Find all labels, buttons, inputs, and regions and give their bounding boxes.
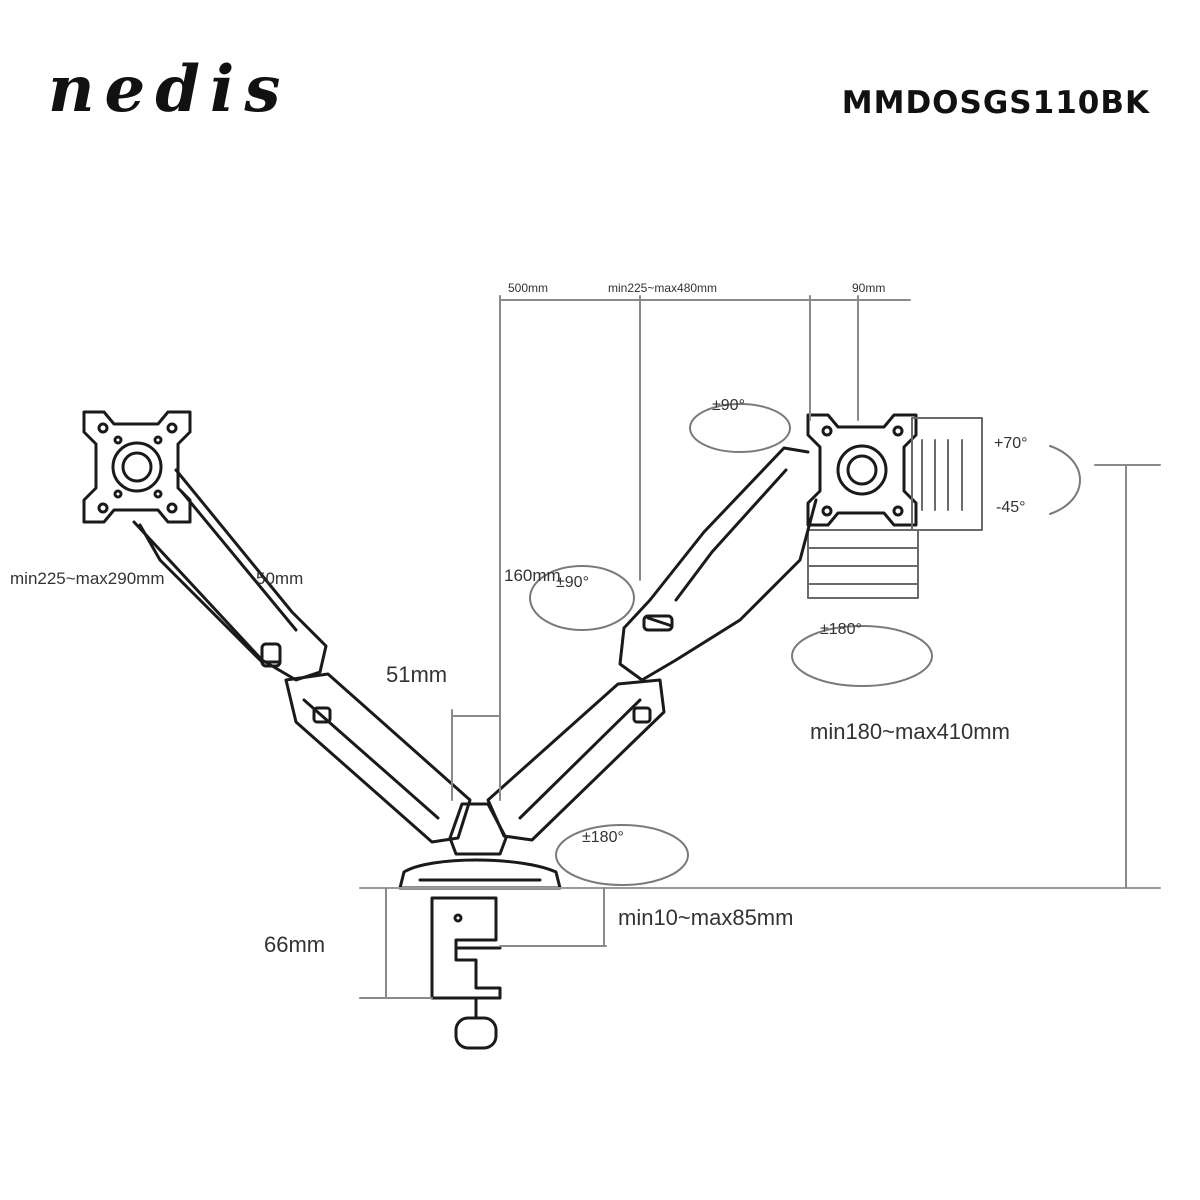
left-vesa-plate [82,410,192,524]
desk-base [398,858,562,890]
dim-top-left: 500mm [508,281,549,295]
dim-desk-thickness: min10~max85mm [618,905,794,930]
desk-clamp [430,896,502,1050]
dim-height-offset: 160mm [504,566,561,585]
model-number: MMDOSGS110BK [841,85,1150,121]
angle-arm-swivel: ±90° [556,574,589,591]
dim-arm-offset: 50mm [256,569,304,588]
angle-tilt-down: -45° [996,499,1026,516]
tilt-indicator [807,417,983,599]
dim-top-right: 90mm [852,281,886,295]
angle-tilt-up: +70° [994,435,1028,452]
right-upper-arm [618,446,818,682]
dim-top-middle: min225~max480mm [608,281,718,295]
right-lower-arm [486,678,666,842]
angle-base-swivel: ±180° [582,829,624,846]
angle-rotation: ±180° [820,621,862,638]
dim-arm-reach-left: min225~max290mm [10,569,165,588]
angle-marks [529,403,1081,886]
center-post [448,802,508,856]
angle-swivel-top: ±90° [712,397,745,414]
dim-post-width: 51mm [386,662,448,687]
dim-height-range: min180~max410mm [810,719,1010,744]
dim-base-height: 66mm [264,932,326,957]
left-upper-arm [132,468,328,682]
brand-logo: nedis [48,52,291,127]
left-lower-arm [284,672,472,844]
right-vesa-plate [806,413,918,527]
dimension-lines [359,295,1161,999]
